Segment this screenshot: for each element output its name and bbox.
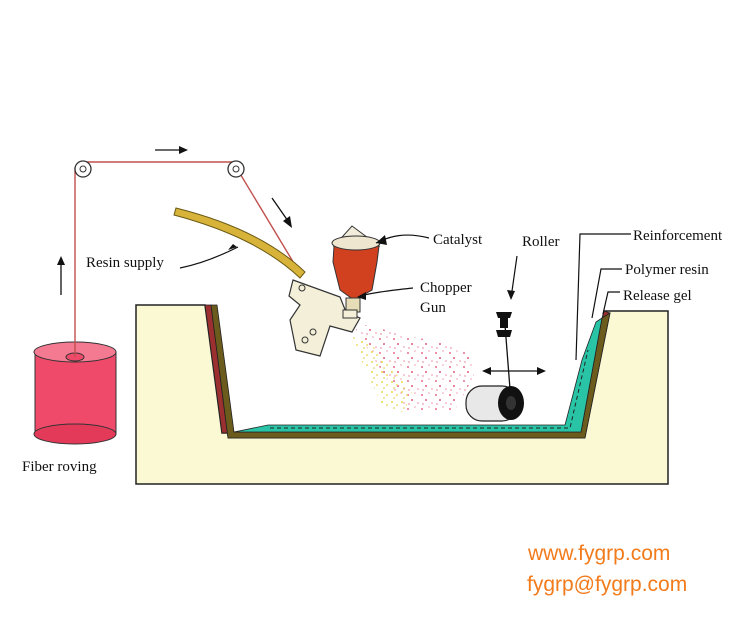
reinforcement-layer bbox=[233, 317, 603, 433]
direction-arrow-down-right bbox=[271, 197, 292, 228]
resin-supply-hose bbox=[173, 207, 306, 279]
catalyst-label: Catalyst bbox=[433, 232, 483, 248]
fiber-roving-label: Fiber roving bbox=[22, 459, 97, 475]
resin-spray bbox=[352, 322, 474, 412]
direction-arrow-right bbox=[155, 146, 188, 154]
direction-arrow-up bbox=[57, 256, 65, 295]
reinforcement-label: Reinforcement bbox=[633, 228, 723, 244]
chopper-gun bbox=[288, 279, 361, 357]
roller bbox=[465, 311, 524, 422]
roller-motion-arrow bbox=[482, 367, 546, 375]
gun-label: Gun bbox=[420, 300, 446, 316]
reinforcement-dashes bbox=[270, 349, 589, 429]
fiber-spray bbox=[350, 336, 414, 412]
guide-pulley-right bbox=[227, 160, 245, 178]
polymer-resin-label: Polymer resin bbox=[625, 262, 709, 278]
chopper-label: Chopper bbox=[420, 280, 472, 296]
release-gel-label: Release gel bbox=[623, 288, 692, 304]
resin-supply-label: Resin supply bbox=[86, 255, 164, 271]
fiber-roving-spool bbox=[33, 341, 117, 445]
guide-pulley-left bbox=[74, 160, 92, 178]
roller-label: Roller bbox=[522, 234, 560, 250]
watermark-email: fygrp@fygrp.com bbox=[527, 573, 687, 596]
watermark-url: www.fygrp.com bbox=[527, 542, 670, 565]
catalyst-container bbox=[331, 225, 381, 313]
leader-arrowheads bbox=[228, 235, 515, 300]
